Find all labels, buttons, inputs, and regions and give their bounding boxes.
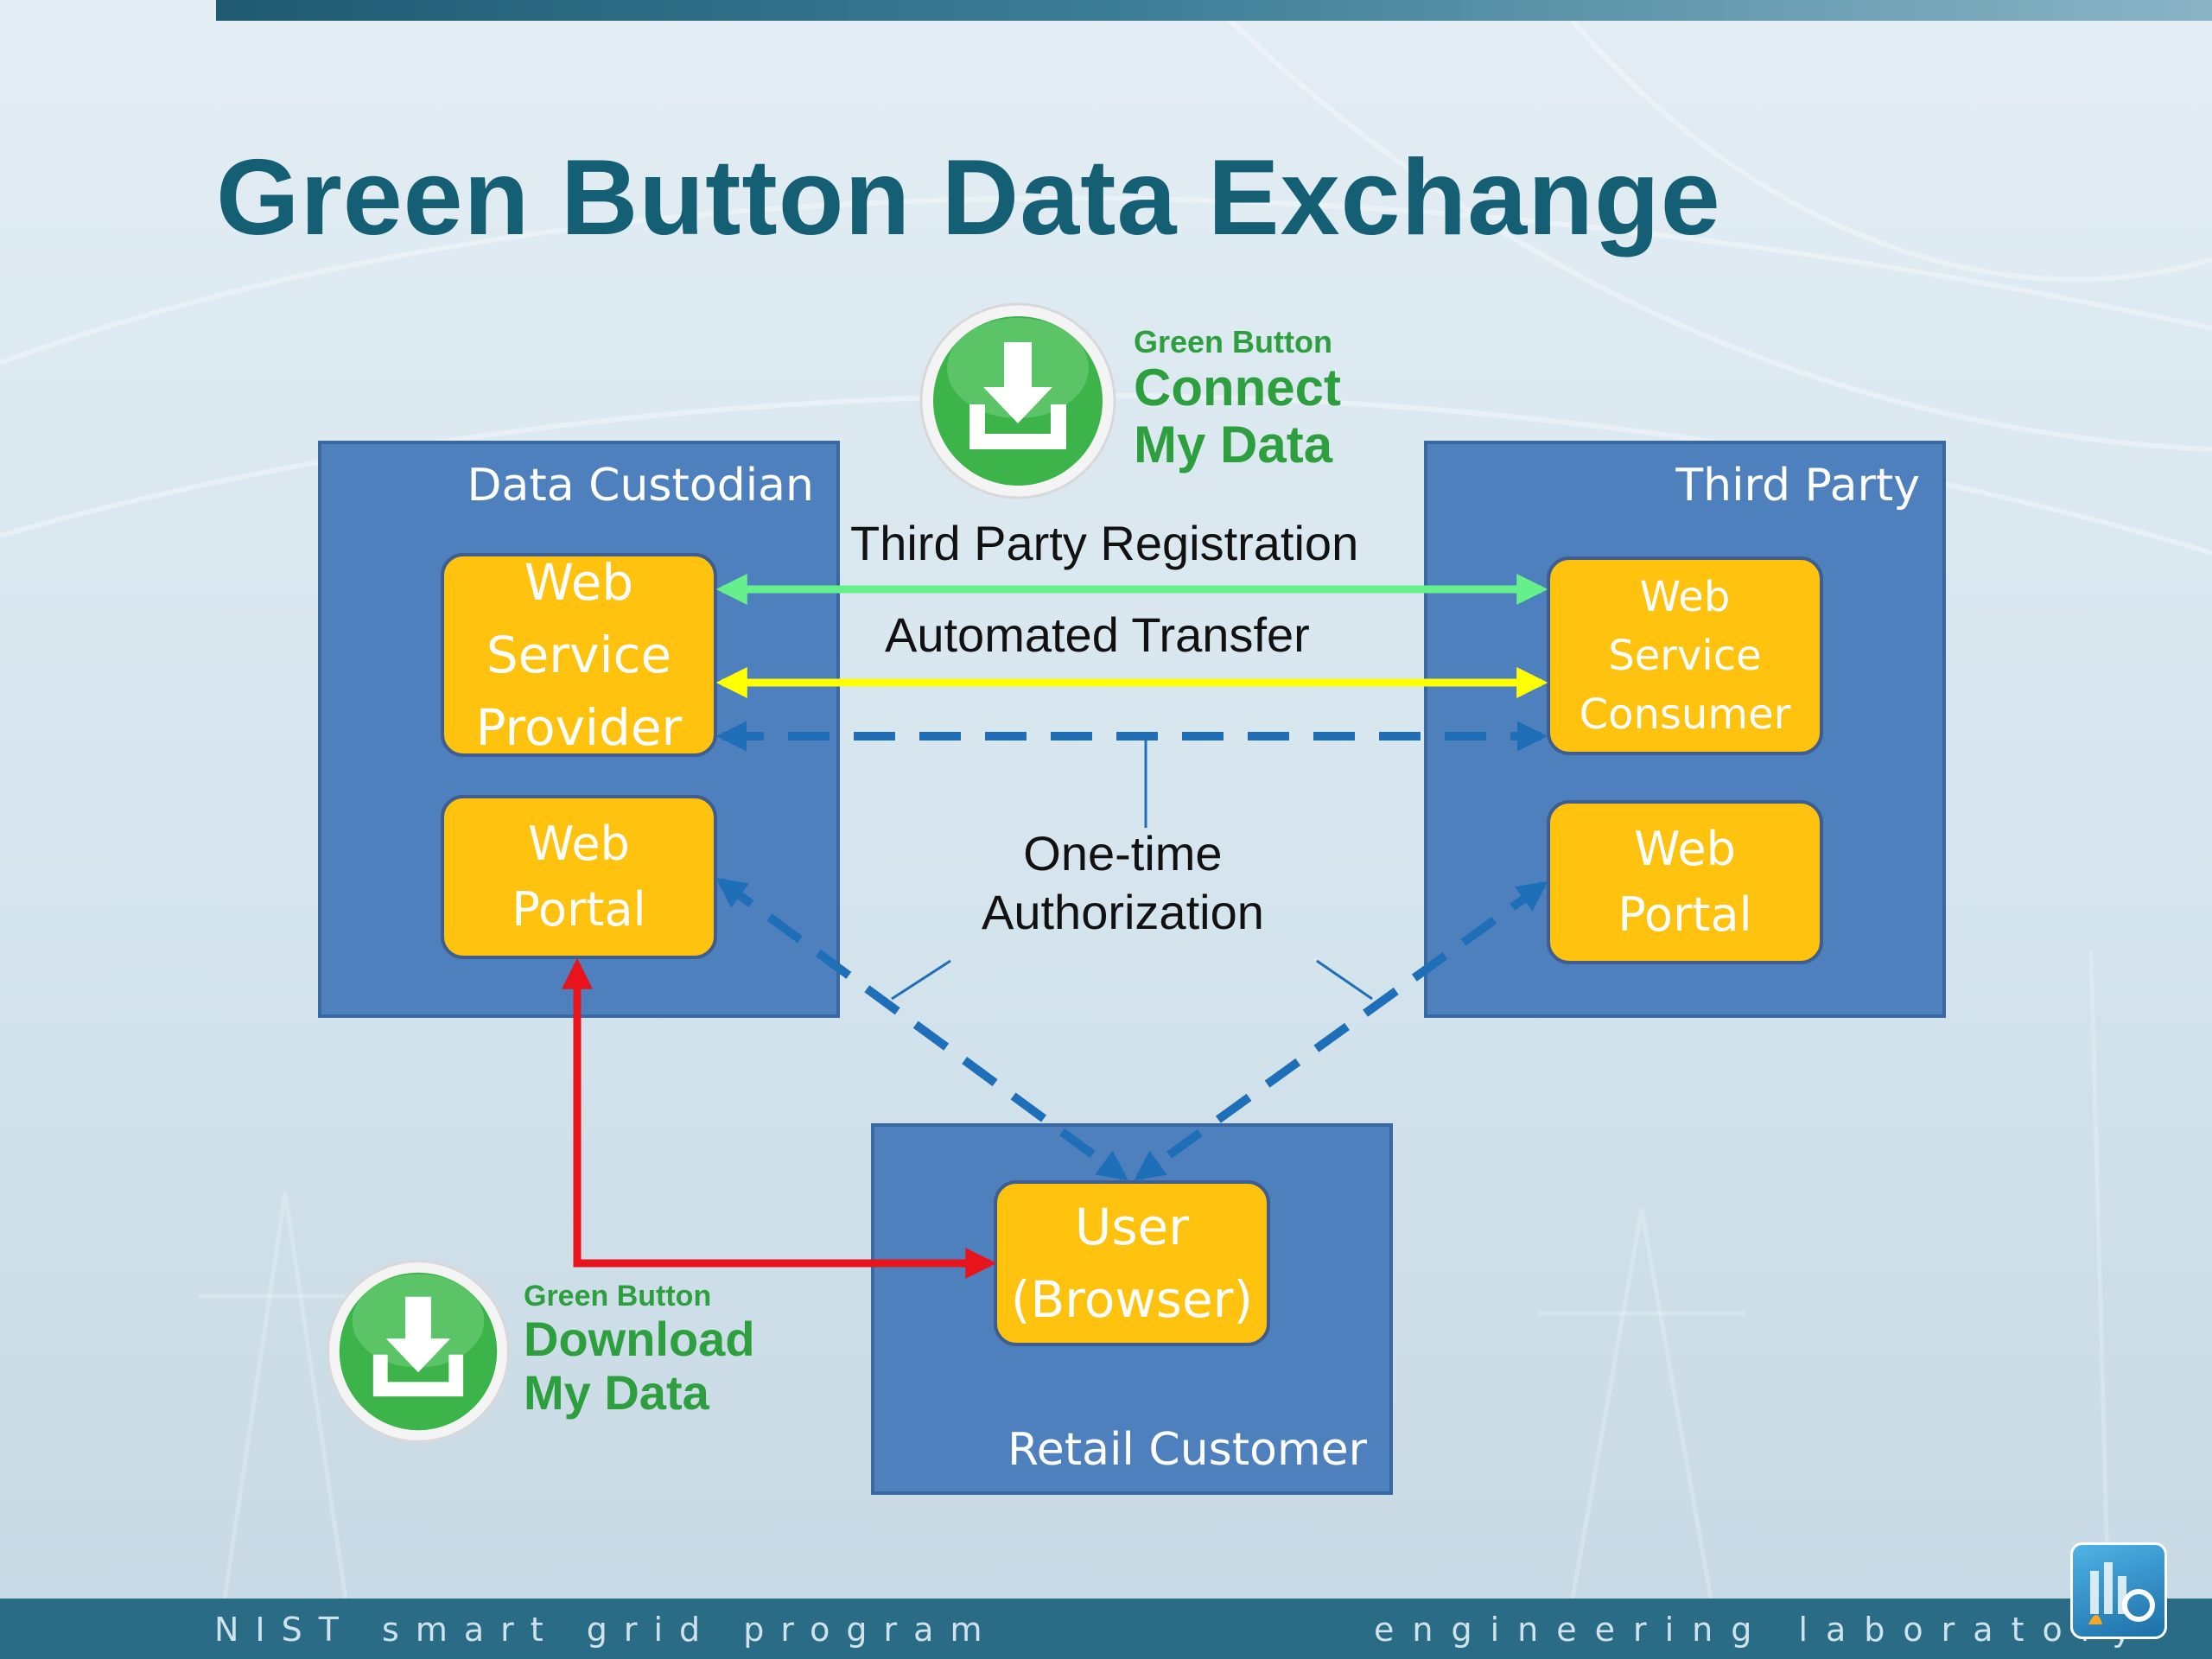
connect-badge-line1: Connect xyxy=(1134,358,1341,416)
authorization-callout-left xyxy=(891,959,951,1001)
third-party-registration-label: Third Party Registration xyxy=(850,516,1359,570)
footer-right-text: engineering laboratory xyxy=(1374,1611,2150,1649)
tp-portal-to-user-dashed xyxy=(1134,880,1548,1181)
download-badge-line1: Download xyxy=(524,1312,755,1367)
footer-left-text: NIST smart grid program xyxy=(214,1611,999,1649)
connect-badge-line2: My Data xyxy=(1134,415,1333,474)
third-party-web-portal: Web Portal xyxy=(1547,800,1823,964)
automated-transfer-label: Automated Transfer xyxy=(885,607,1310,662)
download-tray-icon xyxy=(919,302,1116,499)
download-badge-line2: My Data xyxy=(524,1364,709,1420)
one-time-authorization-label: One-time Authorization xyxy=(982,826,1264,939)
web-service-consumer: Web Service Consumer xyxy=(1547,556,1823,755)
connect-badge-text: Green Button Connect My Data xyxy=(1134,325,1341,474)
download-badge-small: Green Button xyxy=(524,1280,712,1313)
web-service-provider: Web Service Provider xyxy=(441,553,717,757)
data-custodian-web-portal: Web Portal xyxy=(441,795,717,959)
download-red-arrow xyxy=(562,957,997,1279)
authorization-callout-right xyxy=(1316,959,1373,1001)
data-custodian-label: Data Custodian xyxy=(467,460,814,512)
download-tray-icon xyxy=(327,1260,510,1443)
lab-logo-icon xyxy=(2088,1562,2155,1624)
top-accent-bar xyxy=(216,0,2212,21)
connect-badge-small: Green Button xyxy=(1134,324,1332,359)
download-badge-text: Green Button Download My Data xyxy=(524,1280,755,1420)
user-browser: User (Browser) xyxy=(994,1180,1270,1346)
footer-bar: NIST smart grid program engineering labo… xyxy=(0,1599,2212,1659)
slide-title: Green Button Data Exchange xyxy=(216,138,1721,257)
engineering-lab-logo xyxy=(2070,1542,2167,1639)
third-party-label: Third Party xyxy=(1675,460,1920,512)
retail-customer-label: Retail Customer xyxy=(1007,1424,1367,1476)
